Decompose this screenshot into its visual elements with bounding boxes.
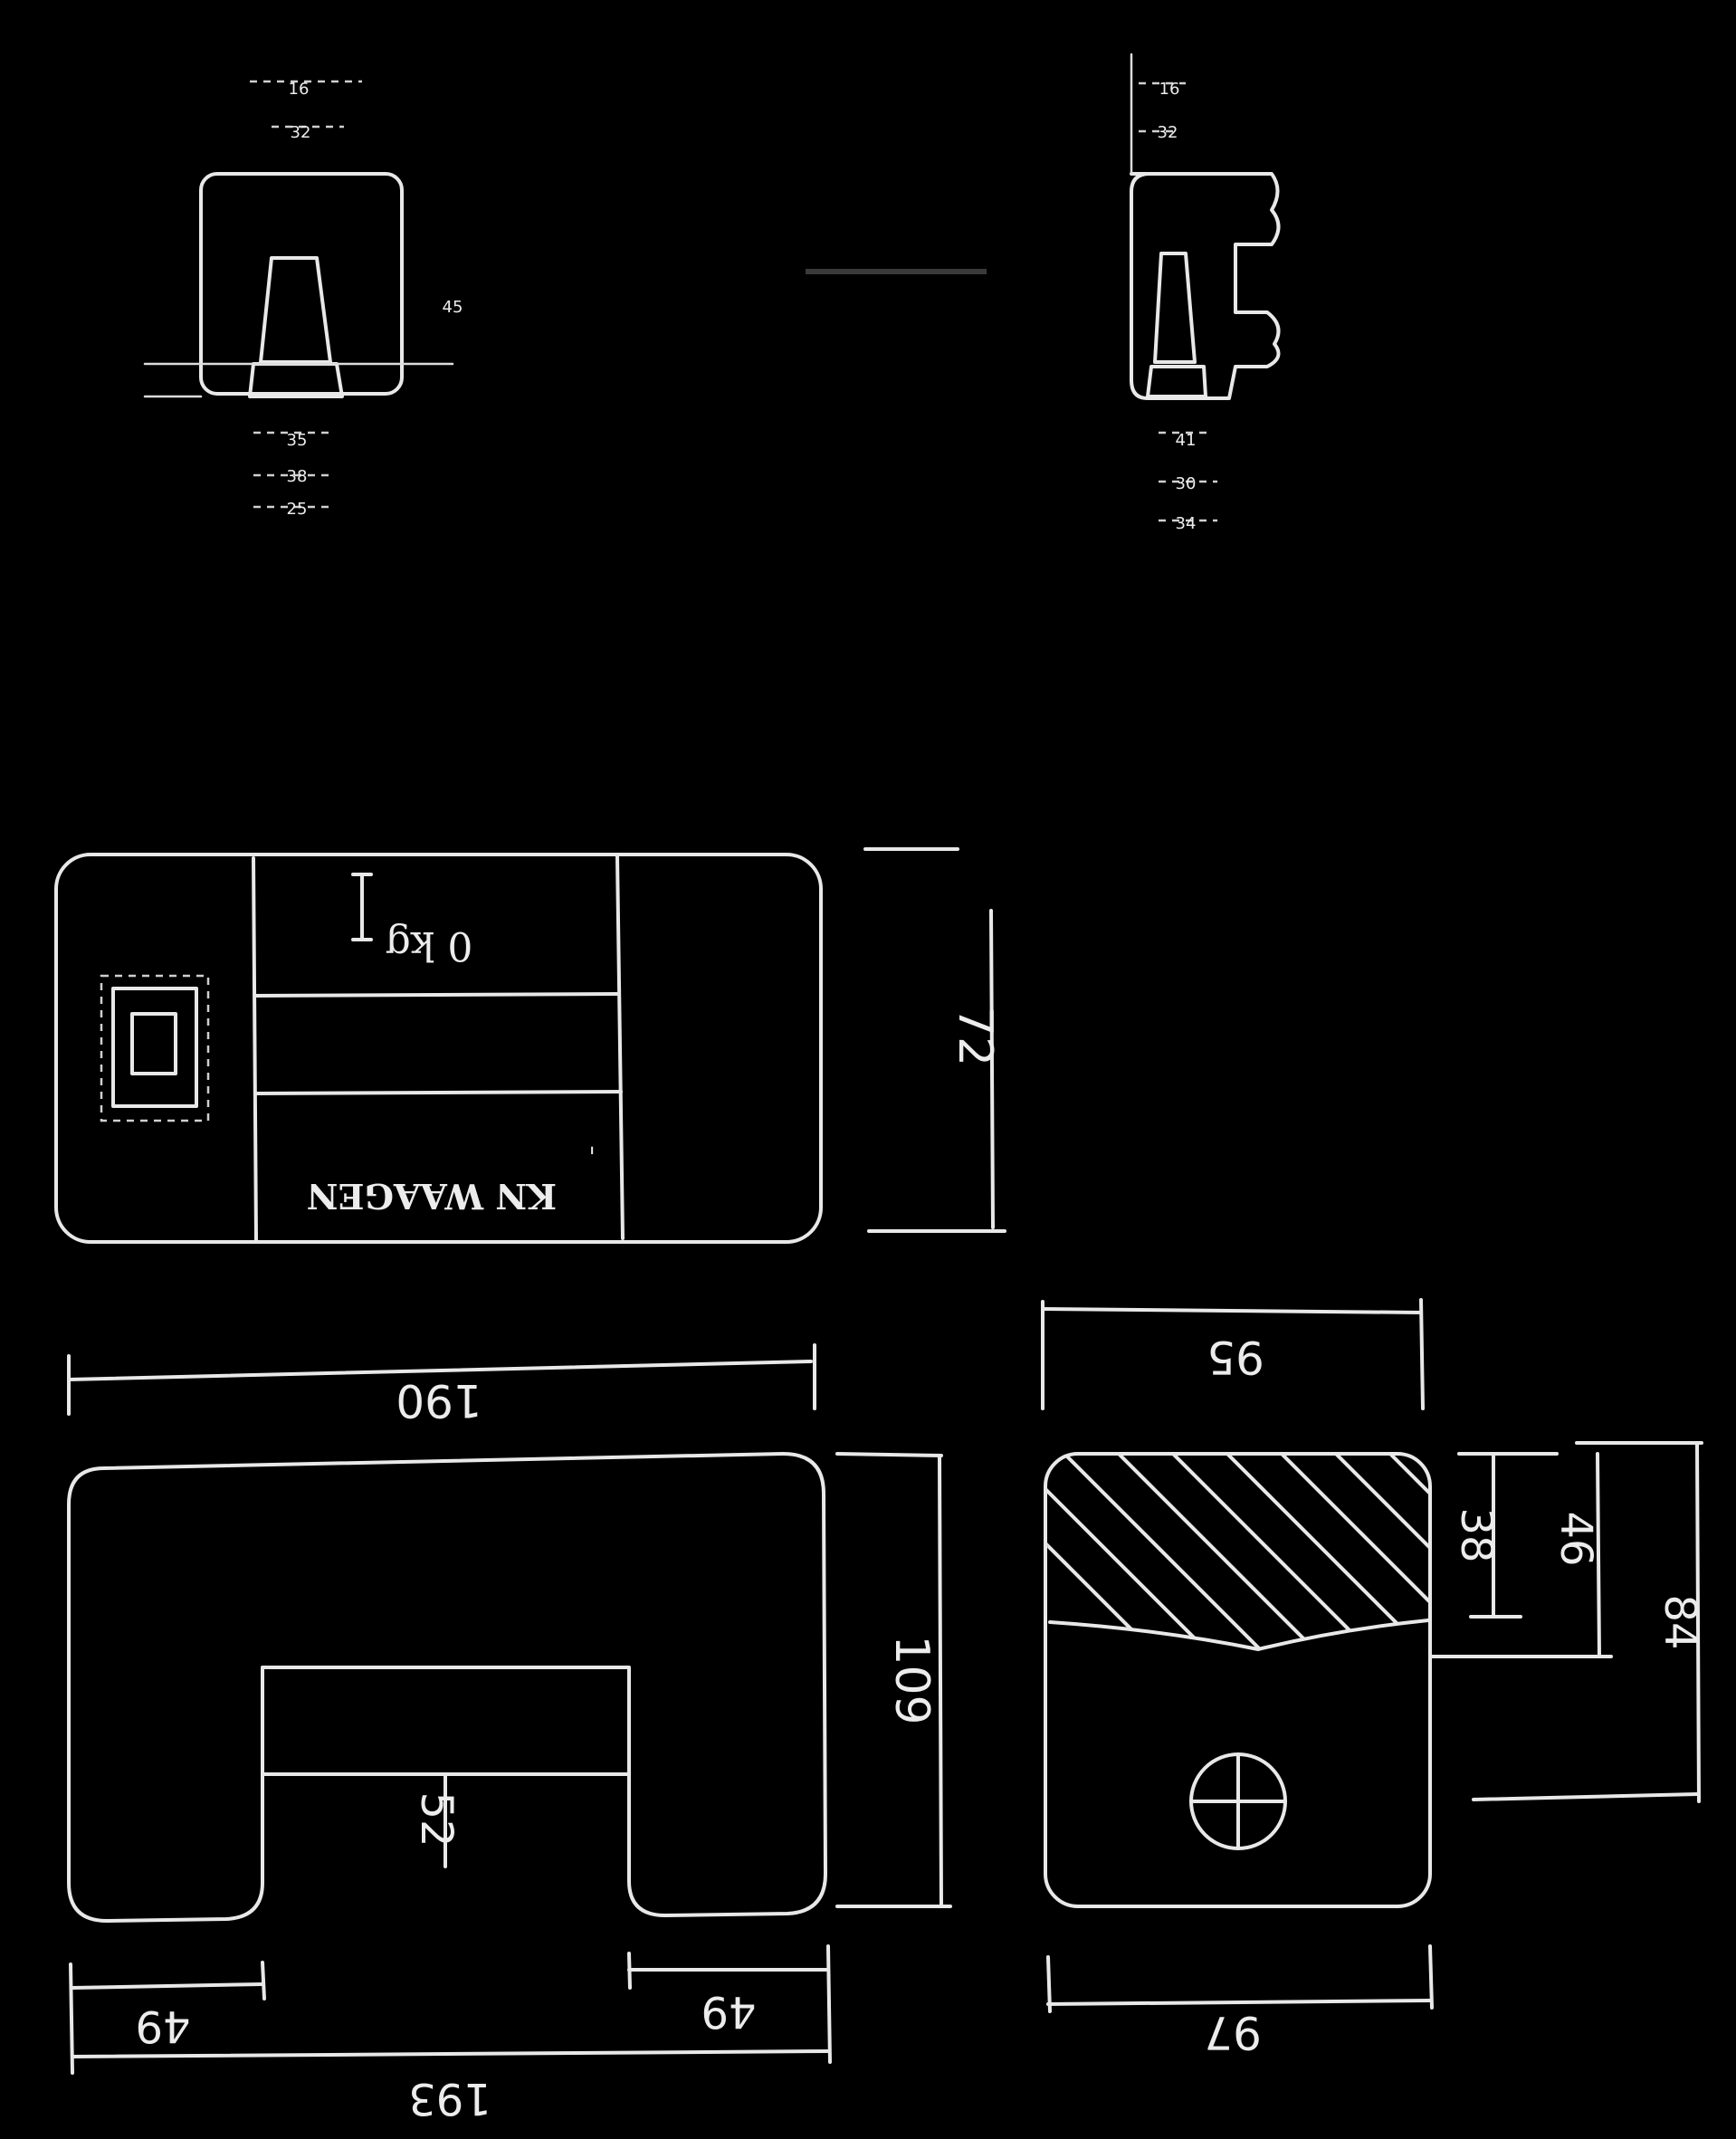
dim-46: 46 xyxy=(1550,1511,1601,1566)
dim-52: 52 xyxy=(411,1791,462,1847)
dim-109-ext-top xyxy=(835,1452,943,1457)
detail-left-dim-32: 32 xyxy=(291,123,311,142)
dim-49-left: 49 xyxy=(135,2001,190,2051)
dim-84-line xyxy=(1695,1441,1701,1803)
hatch-boundary xyxy=(1048,1619,1430,1651)
top-view: 0 kg KN WAAGEN ˈ 72 190 xyxy=(54,847,1006,1427)
detail-left-dim-45: 45 xyxy=(443,298,463,317)
weight-indicator-arrow xyxy=(351,873,373,941)
dim-46-line xyxy=(1596,1452,1601,1658)
top-view-divider-right xyxy=(615,855,625,1240)
front-view-outline xyxy=(67,1452,827,1923)
detail-left-outline xyxy=(199,172,404,396)
detail-right-dim-34: 34 xyxy=(1176,514,1197,533)
detail-right-dim-32: 32 xyxy=(1158,123,1178,142)
dim-193-line xyxy=(71,2049,830,2058)
dim-49-left-ext xyxy=(261,1961,266,2001)
stamp-box-outer xyxy=(100,974,210,1122)
dim-49-left-line xyxy=(71,1982,264,1990)
detail-left-dim-16: 16 xyxy=(289,80,310,99)
weight-label: 0 kg xyxy=(386,922,473,969)
stamp-box-inner xyxy=(130,1012,177,1075)
top-view-band-line-2 xyxy=(253,1090,623,1095)
stamp-box-middle xyxy=(111,987,198,1108)
detail-view-left: 16 32 45 35 38 25 xyxy=(143,80,463,519)
detail-right-cone xyxy=(1153,252,1197,364)
dim-97-line xyxy=(1046,1999,1432,2006)
dim-95-ext-right xyxy=(1419,1298,1425,1410)
dim-193: 193 xyxy=(408,2073,491,2124)
detail-view-right: 16 32 41 30 34 xyxy=(1130,53,1281,533)
dim-49-right-ext xyxy=(627,1952,632,1990)
dim-97-ext-left xyxy=(1046,1955,1052,2013)
detail-right-dim-16: 16 xyxy=(1159,80,1180,99)
detail-left-cone xyxy=(259,256,332,364)
dim-95: 95 xyxy=(1207,1331,1264,1383)
brand-label: KN WAAGEN xyxy=(307,1176,557,1217)
dim-95-line xyxy=(1041,1307,1423,1314)
detail-left-dim-35: 35 xyxy=(287,431,308,450)
front-view: 52 109 49 49 193 xyxy=(67,1452,952,2124)
dim-49-right: 49 xyxy=(701,1986,756,2037)
dim-190-line xyxy=(67,1360,813,1381)
dim-97-ext-right xyxy=(1428,1944,1434,2010)
label-mark: ˈ xyxy=(588,1143,596,1175)
detail-left-base xyxy=(248,362,344,398)
detail-right-outline xyxy=(1130,172,1281,400)
side-view-outline xyxy=(1044,1452,1432,1908)
dim-109-line xyxy=(938,1454,943,1908)
detail-left-dim-38: 38 xyxy=(287,467,308,486)
dim-38: 38 xyxy=(1451,1507,1502,1562)
dim-190: 190 xyxy=(396,1374,482,1427)
top-view-outline xyxy=(54,853,823,1244)
top-view-divider-left xyxy=(252,856,258,1242)
hatch-pattern xyxy=(1045,1456,1428,1649)
detail-right-base xyxy=(1146,365,1207,398)
top-view-band-line-1 xyxy=(253,992,621,998)
detail-left-dim-25: 25 xyxy=(287,500,308,519)
side-view: 95 97 38 46 84 xyxy=(1041,1298,1705,2058)
detail-right-dim-41: 41 xyxy=(1176,431,1197,450)
dim-109: 109 xyxy=(884,1635,939,1724)
dim-193-ext-left xyxy=(69,1962,74,2075)
dim-97: 97 xyxy=(1204,2006,1262,2058)
dim-72: 72 xyxy=(948,1007,1002,1066)
dim-84-ext-bottom xyxy=(1472,1792,1699,1801)
detail-right-dim-30: 30 xyxy=(1176,474,1197,493)
dim-193-ext-right xyxy=(826,1944,832,2064)
dim-72-line xyxy=(989,909,995,1229)
dim-84: 84 xyxy=(1655,1594,1705,1649)
